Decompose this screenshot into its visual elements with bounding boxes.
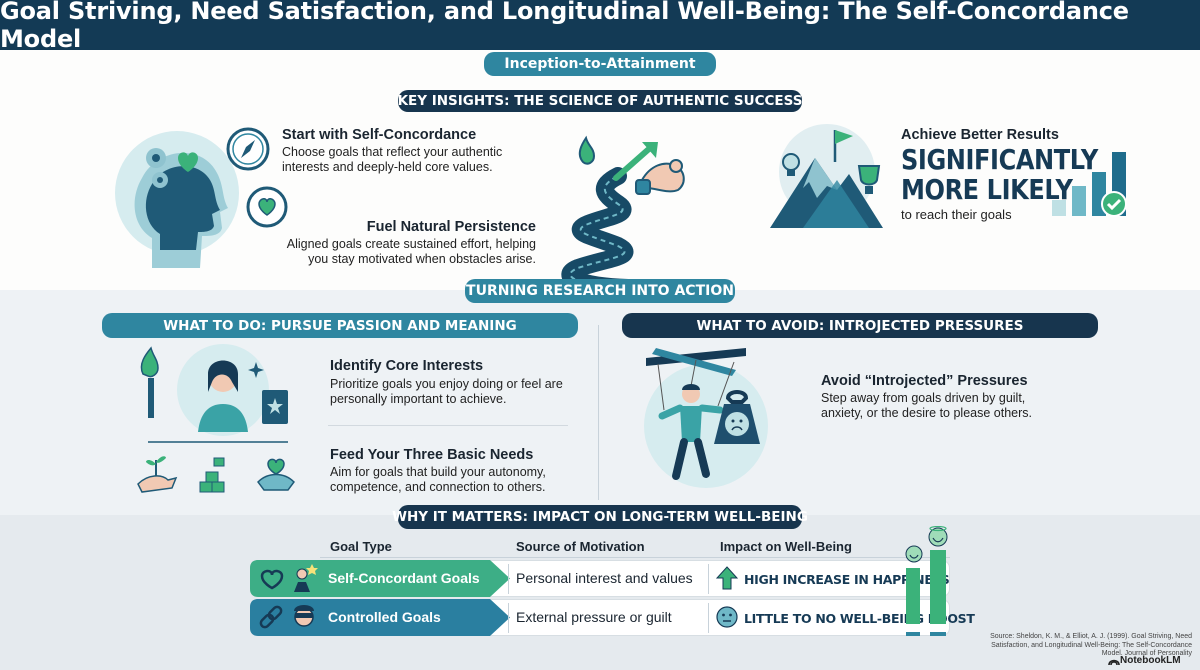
compass-icon [226,127,270,171]
lightbulb-icon [782,153,800,176]
heart-icon [178,152,198,172]
cell-divider [508,603,509,633]
fuel-title: Fuel Natural Persistence [366,219,536,235]
sad-weight-icon [714,390,760,444]
growth-bars-icon [1052,152,1127,217]
achieve-big-line2: MORE LIKELY [901,173,1073,206]
achieve-big-line1: SIGNIFICANTLY [901,143,1098,176]
flag-icon [835,130,853,144]
neutral-face-icon [716,606,738,628]
row1-source: Personal interest and values [516,570,693,586]
do-heading: WHAT TO DO: PURSUE PASSION AND MEANING [102,313,578,338]
gear-icon [152,172,168,188]
fuel-text-line2: you stay motivated when obstacles arise. [308,252,536,266]
cell-divider [708,564,709,594]
identify-text-line1: Prioritize goals you enjoy doing or feel… [330,377,563,391]
muscle-arm-icon [635,159,685,195]
handshake-heart-icon [257,458,295,491]
start-text-line1: Choose goals that reflect your authentic [282,145,503,159]
heart-outline-icon [260,569,284,590]
matters-heading: WHY IT MATTERS: IMPACT ON LONG-TERM WELL… [392,505,808,529]
chain-link-icon [259,605,283,629]
masked-person-icon [294,605,314,627]
dashed-divider [328,425,568,426]
brand-label: NotebookLM [1120,655,1181,666]
mountain-trophy-illustration [770,124,883,228]
smiley-icon [905,545,923,563]
spiral-road-illustration [561,135,685,290]
puppet-pressure-illustration [644,348,768,488]
col-source: Source of Motivation [516,539,645,554]
person-star-icon [294,564,318,592]
cell-divider [708,603,709,633]
notebooklm-logo-icon [1108,659,1120,666]
cell-divider [508,564,509,594]
vertical-divider [598,325,599,500]
col-goal-type: Goal Type [330,539,392,554]
action-heading: TURNING RESEARCH INTO ACTION [465,279,735,303]
identify-text-line2: personally important to achieve. [330,392,507,406]
feed-text-line1: Aim for goals that build your autonomy, [330,465,546,479]
row1-type: Self-Concordant Goals [328,570,480,586]
source-citation: Source: Sheldon, K. M., & Elliot, A. J. … [990,633,1192,657]
seedling-hand-icon [137,456,178,493]
row1-impact: HIGH INCREASE IN HAPPINESS [744,572,950,587]
page-title: Goal Striving, Need Satisfaction, and Lo… [0,0,1200,53]
flame-icon [578,135,596,165]
achieve-title: Achieve Better Results [901,127,1059,143]
feed-title: Feed Your Three Basic Needs [330,447,534,463]
feed-text-line2: competence, and connection to others. [330,480,546,494]
blocks-icon [199,457,225,493]
fuel-text-line1: Aligned goals create sustained effort, h… [286,237,536,251]
identify-title: Identify Core Interests [330,358,484,374]
row2-type-band [250,599,510,636]
insights-heading: KEY INSIGHTS: THE SCIENCE OF AUTHENTIC S… [398,90,802,112]
avoid-heading: WHAT TO AVOID: INTROJECTED PRESSURES [622,313,1098,338]
avoid-text-line1: Step away from goals driven by guilt, [821,391,1026,405]
row2-type: Controlled Goals [328,609,441,625]
happiness-bars-icon [905,526,948,636]
trophy-icon [857,165,881,194]
sparkle-icon [248,362,264,378]
table-header-rule [320,557,950,558]
col-impact: Impact on Well-Being [720,539,852,554]
start-title: Start with Self-Concordance [282,127,477,143]
up-arrow-icon [716,566,738,590]
smiley-icon [928,527,948,547]
start-text-line2: interests and deeply-held core values. [282,160,493,174]
achieve-text: to reach their goals [901,207,1012,222]
torch-flame-icon [140,346,159,378]
passion-person-illustration [137,344,295,493]
gear-icon [146,148,166,168]
avoid-title: Avoid “Introjected” Pressures [821,373,1028,389]
arrow-up-icon [642,142,658,158]
heart-shield-icon [246,186,288,228]
head-gears-illustration [115,131,239,268]
row2-source: External pressure or guilt [516,609,672,625]
subtitle-pill: Inception-to-Attainment [484,52,716,76]
row1-type-band [250,560,510,597]
avoid-text-line2: anxiety, or the desire to please others. [821,406,1032,420]
